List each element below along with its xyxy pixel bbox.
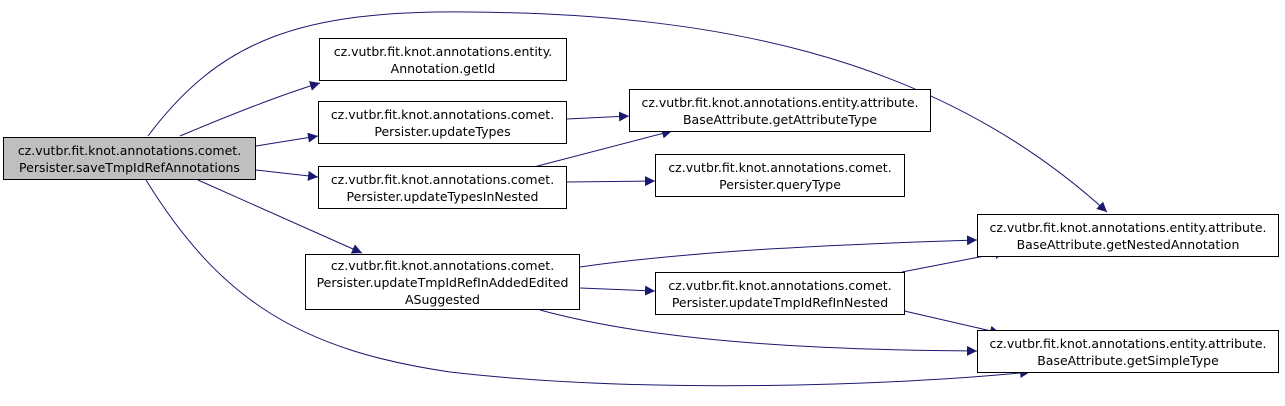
node-update-tmpid-ref-in-added-edited-asuggested[interactable]: cz.vutbr.fit.knot.annotations.comet.Pers… (305, 254, 580, 310)
node-label-line: ASuggested (404, 291, 480, 307)
node-label-line: Persister.updateTmpIdRefInAddedEdited (316, 274, 569, 290)
edge-root-to-update-types-in-nested (255, 169, 319, 181)
edge-root-to-annotation-get-id (179, 81, 321, 137)
node-label-line: cz.vutbr.fit.knot.annotations.comet. (17, 142, 242, 158)
edge-root-to-update-types (255, 132, 319, 147)
node-label-line: Persister.updateTypes (374, 123, 511, 139)
node-label-line: Persister.saveTmpIdRefAnnotations (19, 159, 240, 175)
node-save-tmpid-ref-annotations: cz.vutbr.fit.knot.annotations.comet.Pers… (3, 137, 256, 180)
node-query-type[interactable]: cz.vutbr.fit.knot.annotations.comet.Pers… (655, 154, 905, 197)
node-label-line: Annotation.getId (390, 60, 496, 76)
node-update-types-in-nested[interactable]: cz.vutbr.fit.knot.annotations.comet.Pers… (318, 166, 567, 209)
edge-added-edited-to-get-nested-annotation (579, 235, 978, 268)
node-label-line: cz.vutbr.fit.knot.annotations.entity. (333, 43, 553, 59)
node-label-line: cz.vutbr.fit.knot.annotations.entity.att… (989, 335, 1267, 351)
node-label-line: cz.vutbr.fit.knot.annotations.comet. (668, 277, 892, 293)
node-update-types[interactable]: cz.vutbr.fit.knot.annotations.comet.Pers… (318, 101, 567, 144)
node-label-line: BaseAttribute.getAttributeType (682, 111, 878, 127)
edge-root-to-get-nested-annotation (147, 11, 1108, 213)
edge-update-types-in-nested-to-query-type (566, 176, 656, 187)
edge-added-edited-to-get-simple-type (539, 309, 978, 356)
node-label-line: BaseAttribute.getSimpleType (1037, 352, 1219, 368)
node-label-line: cz.vutbr.fit.knot.annotations.entity.att… (641, 94, 919, 110)
edge-added-edited-to-update-tmpid-nested (579, 285, 656, 296)
node-get-simple-type[interactable]: cz.vutbr.fit.knot.annotations.entity.att… (977, 330, 1279, 373)
node-label-line: Persister.updateTmpIdRefInNested (671, 294, 889, 310)
node-update-tmpid-ref-in-nested[interactable]: cz.vutbr.fit.knot.annotations.comet.Pers… (655, 272, 905, 315)
node-annotation-get-id[interactable]: cz.vutbr.fit.knot.annotations.entity.Ann… (319, 38, 567, 81)
node-label-line: cz.vutbr.fit.knot.annotations.comet. (330, 171, 555, 187)
node-label-line: Persister.updateTypesInNested (346, 188, 539, 204)
node-label-line: cz.vutbr.fit.knot.annotations.comet. (668, 159, 892, 175)
node-label-line: cz.vutbr.fit.knot.annotations.entity.att… (989, 219, 1267, 235)
edge-root-to-update-tmpid-added-edited (197, 179, 363, 254)
node-get-nested-annotation[interactable]: cz.vutbr.fit.knot.annotations.entity.att… (977, 214, 1279, 257)
edge-update-types-in-nested-to-get-attribute-type (529, 128, 673, 169)
node-get-attribute-type[interactable]: cz.vutbr.fit.knot.annotations.entity.att… (629, 89, 931, 132)
node-label-line: cz.vutbr.fit.knot.annotations.comet. (330, 257, 555, 273)
node-label-line: cz.vutbr.fit.knot.annotations.comet. (330, 106, 555, 122)
edge-root-to-get-simple-type (145, 179, 1031, 387)
edge-update-tmpid-nested-to-get-simple-type (899, 309, 1001, 336)
node-label-line: Persister.queryType (719, 176, 841, 192)
node-label-line: BaseAttribute.getNestedAnnotation (1016, 236, 1240, 252)
edge-update-types-to-get-attribute-type (566, 111, 630, 122)
